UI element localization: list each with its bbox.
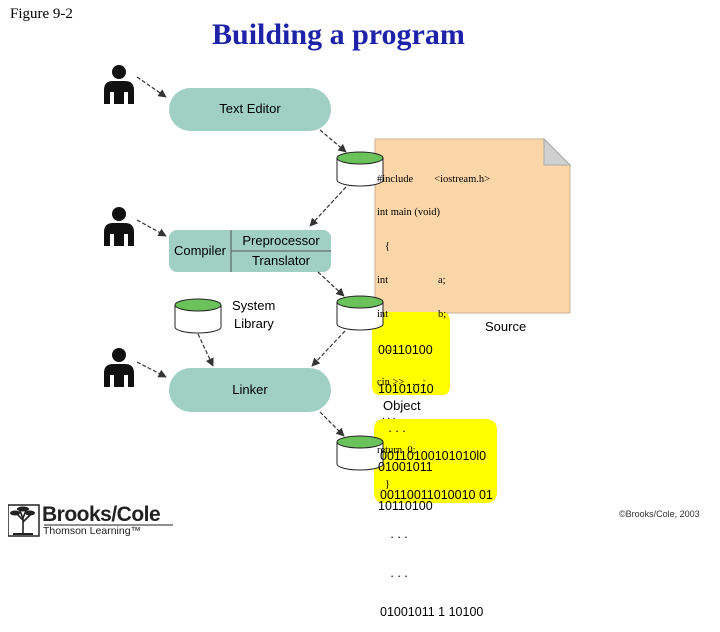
- source-line: int b;: [377, 309, 447, 321]
- arrow-compiler-object: [317, 271, 345, 297]
- object-line: 10101010: [378, 382, 434, 396]
- text-editor-stage: [169, 88, 331, 131]
- source-line: int main (void): [377, 207, 440, 219]
- system-library-label-line2: Library: [234, 316, 274, 331]
- source-line: cin >> . . . ;: [377, 376, 426, 388]
- programmer-icon-3: [104, 348, 134, 387]
- arrow-library-linker: [197, 333, 214, 367]
- executable-line: . . .: [380, 527, 408, 541]
- preprocessor-label: Preprocessor: [242, 233, 320, 248]
- build-process-diagram: [104, 65, 572, 503]
- figure-label: Figure 9-2: [10, 6, 73, 22]
- executable-line: 00110011010010 01: [380, 488, 493, 502]
- system-library-label-line1: System: [232, 298, 276, 313]
- source-disk-icon: [336, 151, 384, 187]
- compiler-label: Compiler: [173, 243, 226, 258]
- programmer-icon-2: [104, 207, 134, 246]
- source-line: return 0;: [377, 444, 416, 456]
- source-line: }: [377, 478, 390, 490]
- arrow-user-compiler: [136, 219, 167, 237]
- source-paper-fold: [543, 137, 572, 166]
- source-label: Source: [485, 319, 527, 334]
- object-label: Object: [383, 398, 421, 413]
- publisher-subtitle: Thomson Learning™: [43, 525, 142, 537]
- executable-line: 00110100101010l0: [380, 449, 487, 463]
- source-line: . . .: [377, 343, 396, 355]
- object-line: 00110100: [378, 343, 433, 357]
- source-line: {: [377, 241, 390, 253]
- object-line: 01001011: [378, 460, 433, 474]
- text-editor-label: Text Editor: [219, 101, 281, 116]
- object-code-area: [372, 312, 450, 395]
- executable-line: . . .: [380, 566, 408, 580]
- object-code: 00110100 10101010 . . . 01001011 1011010…: [378, 318, 434, 526]
- source-code: #include <iostream.h> int main (void) { …: [377, 151, 490, 501]
- page-title: Building a program: [212, 18, 465, 51]
- executable-line: 01001011 1 10100: [380, 605, 484, 619]
- arrow-user-linker: [136, 361, 167, 378]
- arrow-object-linker: [311, 330, 346, 367]
- executable-code-area: [374, 419, 497, 503]
- object-line: . . .: [378, 421, 406, 435]
- publisher-logo: [8, 504, 173, 537]
- source-paper: [374, 138, 571, 314]
- executable-disk-icon: [336, 435, 384, 471]
- arrow-linker-executable: [319, 411, 345, 437]
- system-library-disk-icon: [174, 298, 222, 334]
- translator-label: Translator: [251, 253, 311, 268]
- source-line: int a;: [377, 275, 446, 287]
- linker-stage: [169, 368, 331, 412]
- executable-code: 00110100101010l0 00110011010010 01 . . .…: [380, 424, 493, 632]
- object-line: 10110100: [378, 499, 433, 513]
- object-disk-icon: [336, 295, 384, 331]
- arrow-source-compiler: [309, 186, 347, 227]
- source-line: . . .: [377, 410, 396, 422]
- tree-icon: [10, 506, 35, 535]
- arrow-user-editor: [136, 76, 167, 98]
- programmer-icon-1: [104, 65, 134, 104]
- source-line: #include <iostream.h>: [377, 173, 491, 185]
- copyright-notice: ©Brooks/Cole, 2003: [619, 509, 700, 519]
- linker-label: Linker: [232, 382, 268, 397]
- arrow-editor-source: [319, 129, 347, 153]
- publisher-name: Brooks/Cole: [42, 503, 161, 526]
